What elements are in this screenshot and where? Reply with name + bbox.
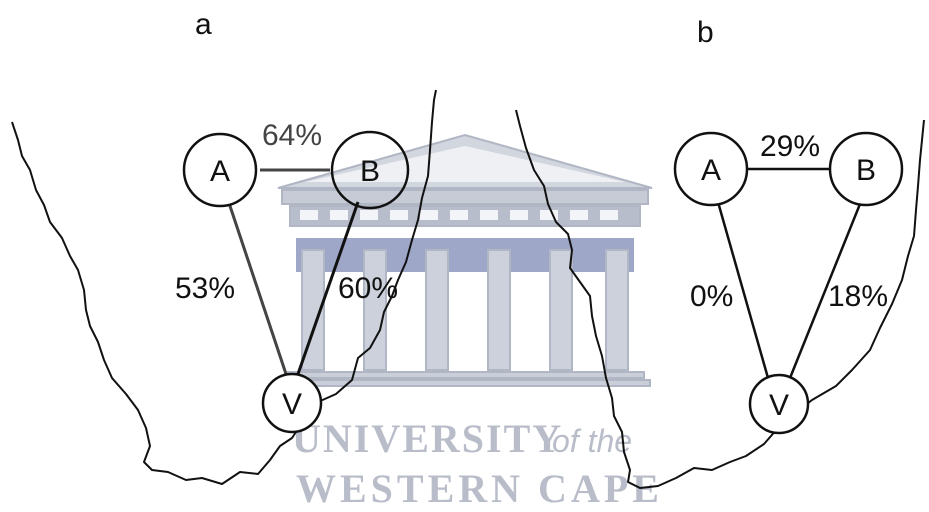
watermark-building-icon [277,133,653,387]
edge-a-A-B-label: 64% [262,119,322,152]
node-a-V-label: V [282,388,302,421]
node-b-A [673,131,749,207]
edge-a-B-V [296,201,360,375]
watermark-line1: UNIVERSITY [292,416,563,461]
edge-b-A-B-label: 29% [760,130,820,163]
map-outline-a [11,89,437,485]
panel-b-label: b [697,16,714,49]
edge-a-A-V [226,199,288,375]
node-a-A-label: A [210,155,230,188]
node-a-B-label: B [360,155,380,188]
panel-a-label: a [195,8,212,41]
panel-b: b A B V 29% 0% 18% [673,16,904,435]
node-b-V [748,373,810,435]
node-b-A-label: A [701,154,721,187]
edge-a-B-V-label: 60% [338,272,398,305]
node-b-B [828,131,904,207]
node-a-V [261,372,323,434]
node-b-V-label: V [769,389,789,422]
edge-b-B-V-label: 18% [828,280,888,313]
watermark-line2: WESTERN CAPE [296,466,663,507]
watermark-line1-suffix: of the [552,423,632,459]
edge-b-A-V [716,201,770,379]
panel-a: a A B V 64% 53% 60% [175,8,410,434]
edge-b-B-V [788,203,862,379]
node-a-B [330,130,410,210]
watermark: UNIVERSITY of the WESTERN CAPE [277,133,663,511]
node-a-A [182,132,258,208]
edge-b-A-V-label: 0% [690,280,733,313]
map-outline-b [515,109,925,489]
node-b-B-label: B [856,154,876,187]
edge-a-A-V-label: 53% [175,272,235,305]
